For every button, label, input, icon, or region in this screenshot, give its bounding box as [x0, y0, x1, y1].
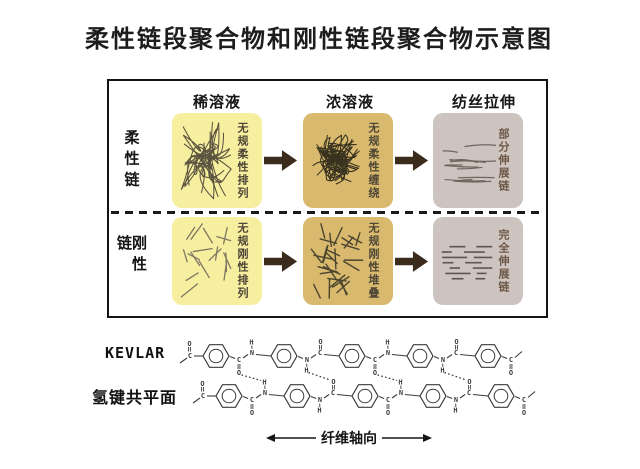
- kevlar-label: KEVLAR: [105, 344, 166, 362]
- svg-text:N: N: [263, 389, 267, 397]
- svg-text:H: H: [317, 407, 321, 415]
- flow-arrow-flexible-1: [264, 150, 298, 171]
- svg-text:C: C: [522, 396, 526, 404]
- svg-text:H: H: [249, 339, 253, 347]
- svg-text:O: O: [237, 369, 241, 377]
- svg-text:O: O: [331, 378, 335, 386]
- svg-text:O: O: [200, 380, 204, 388]
- svg-text:N: N: [454, 396, 458, 404]
- svg-text:H: H: [304, 367, 308, 375]
- svg-text:C: C: [250, 396, 254, 404]
- svg-text:N: N: [441, 356, 445, 364]
- svg-text:O: O: [522, 409, 526, 417]
- fiber-axis-label: 纤维轴向: [321, 430, 377, 446]
- svg-text:O: O: [509, 369, 513, 377]
- page-title: 柔性链段聚合物和刚性链段聚合物示意图: [85, 26, 553, 53]
- svg-text:O: O: [187, 340, 191, 348]
- svg-text:C: C: [237, 356, 241, 364]
- row-label-flexible-chain: 柔性链: [122, 129, 140, 193]
- column-header-dilute-solution: 稀溶液: [192, 94, 242, 111]
- right-arrow-icon: [382, 434, 432, 442]
- svg-text:C: C: [188, 352, 192, 360]
- entangled-coil-pattern: [312, 134, 360, 185]
- flow-arrow-flexible-2: [395, 150, 429, 171]
- random-coil-pattern: [180, 121, 232, 200]
- svg-text:C: C: [318, 349, 322, 357]
- svg-text:O: O: [386, 409, 390, 417]
- svg-text:C: C: [373, 356, 377, 364]
- panel-rigid-concentrated: 无规刚性堆叠: [303, 217, 393, 305]
- svg-text:C: C: [386, 396, 390, 404]
- svg-text:H: H: [385, 339, 389, 347]
- svg-text:O: O: [250, 409, 254, 417]
- panel-rigid-drawn: 完全伸展链: [433, 217, 523, 305]
- svg-text:O: O: [318, 338, 322, 346]
- column-header-spinning-drawing: 纺丝拉伸: [451, 94, 517, 111]
- random-rods-pattern: [180, 223, 232, 298]
- svg-text:H: H: [453, 407, 457, 415]
- svg-text:C: C: [454, 349, 458, 357]
- fiber-axis-indicator: 纤维轴向: [266, 428, 432, 448]
- svg-text:O: O: [373, 369, 377, 377]
- svg-text:N: N: [318, 396, 322, 404]
- panel-flexible-concentrated: 无规柔性缠绕: [303, 113, 393, 208]
- panel-flexible-dilute: 无规柔性排列: [172, 113, 262, 208]
- svg-text:H: H: [440, 367, 444, 375]
- svg-text:N: N: [305, 356, 309, 364]
- svg-text:N: N: [250, 349, 254, 357]
- diagram-frame: 稀溶液 浓溶液 纺丝拉伸 柔性链 刚性链 无规柔性排列 无规柔性缠绕 部分伸展链…: [107, 79, 548, 318]
- svg-text:N: N: [399, 389, 403, 397]
- hydrogen-bond-coplanar-label: 氢键共平面: [92, 390, 178, 407]
- svg-text:O: O: [467, 378, 471, 386]
- panel-annotation: 部分伸展链: [497, 128, 509, 193]
- panel-rigid-dilute: 无规刚性排列: [172, 217, 262, 305]
- panel-annotation: 无规柔性缠绕: [367, 121, 379, 200]
- left-arrow-icon: [266, 434, 316, 442]
- svg-text:H: H: [398, 379, 402, 387]
- stacked-rods-pattern: [310, 223, 364, 299]
- panel-annotation: 无规柔性排列: [236, 121, 248, 200]
- panel-annotation: 完全伸展链: [497, 228, 509, 294]
- panel-flexible-drawn: 部分伸展链: [433, 113, 523, 208]
- partially-extended-pattern: [442, 144, 496, 183]
- svg-text:C: C: [201, 392, 205, 400]
- column-header-concentrated-solution: 浓溶液: [325, 94, 375, 111]
- svg-text:O: O: [454, 338, 458, 346]
- svg-text:N: N: [386, 349, 390, 357]
- svg-text:C: C: [331, 389, 335, 397]
- svg-text:H: H: [262, 379, 266, 387]
- flow-arrow-rigid-1: [264, 251, 298, 272]
- svg-text:C: C: [467, 389, 471, 397]
- row-label-rigid-chain: 刚性链: [115, 235, 147, 277]
- row-divider-dashed-line: [111, 211, 542, 214]
- panel-annotation: 无规刚性堆叠: [367, 222, 379, 300]
- svg-text:C: C: [509, 356, 513, 364]
- fully-extended-pattern: [441, 245, 493, 280]
- panel-annotation: 无规刚性排列: [236, 222, 248, 300]
- flow-arrow-rigid-2: [395, 251, 429, 272]
